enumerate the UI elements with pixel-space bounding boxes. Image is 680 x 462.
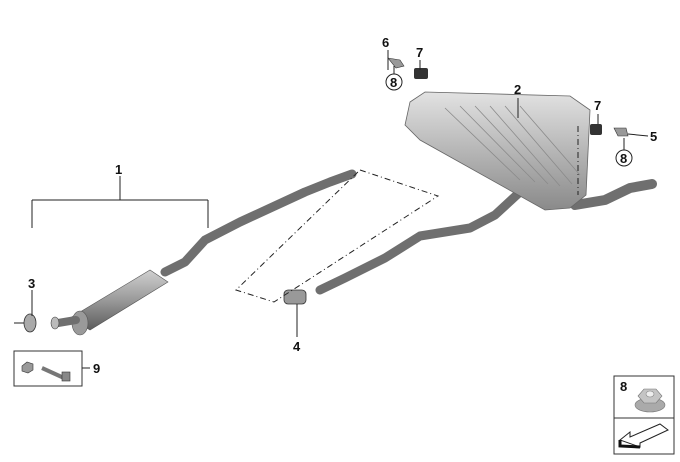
callout-2: 2	[514, 82, 521, 97]
assembly-boundary-front	[235, 169, 440, 303]
callout-9: 9	[93, 361, 100, 376]
flange-nut-icon	[634, 388, 666, 413]
callout-6: 6	[382, 35, 389, 50]
direction-arrow-icon	[618, 423, 669, 449]
bracket-right[interactable]	[613, 127, 629, 137]
callout-8-left-circle	[385, 73, 403, 91]
callout-8-right: 8	[620, 151, 627, 166]
callout-4: 4	[293, 339, 301, 354]
front-pipe-with-middle-silencer[interactable]	[50, 169, 357, 336]
bracket-left[interactable]	[387, 57, 405, 69]
clamp-left[interactable]	[14, 313, 37, 333]
callout-1: 1	[115, 162, 122, 177]
rubber-mount-left[interactable]	[414, 68, 428, 79]
callout-7-left: 7	[416, 45, 423, 60]
callout-5: 5	[650, 129, 657, 144]
legend-box: 8	[613, 375, 675, 455]
callout-8-left: 8	[390, 75, 397, 90]
rear-silencer[interactable]	[404, 91, 591, 211]
rubber-mount-right[interactable]	[590, 124, 602, 135]
bolt-nut-set[interactable]	[13, 350, 83, 387]
callout-7-right: 7	[594, 98, 601, 113]
clamp-center[interactable]	[283, 289, 307, 305]
callout-3: 3	[28, 276, 35, 291]
legend-nut-number: 8	[620, 379, 627, 394]
callout-8-right-circle	[615, 149, 633, 167]
rear-pipe[interactable]	[315, 179, 657, 295]
leader-lines	[31, 50, 649, 369]
